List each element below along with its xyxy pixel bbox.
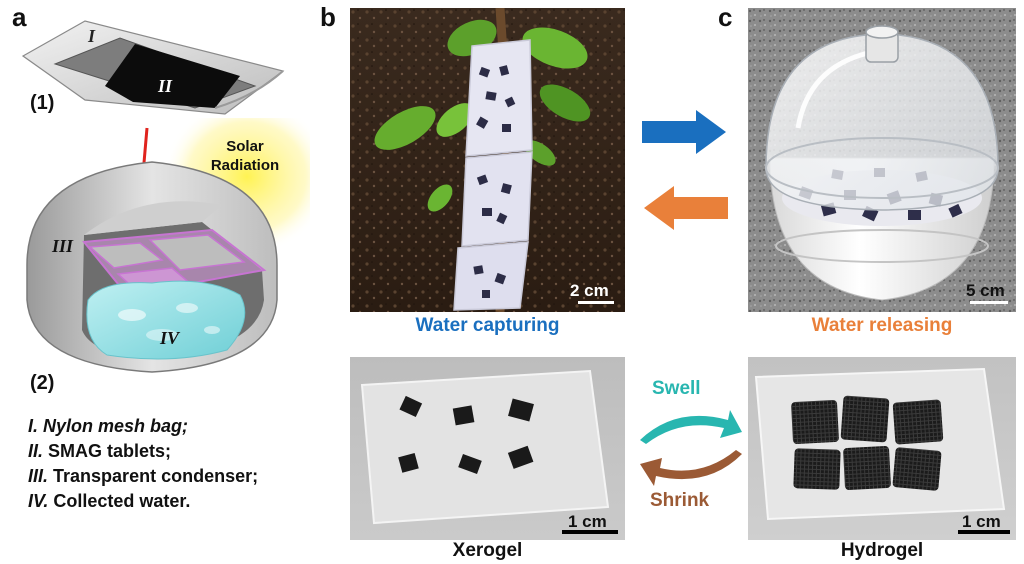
legend-numeral-3: III.	[28, 466, 49, 486]
xerogel-photo	[350, 357, 625, 540]
legend-item-2: II. SMAG tablets;	[28, 439, 258, 464]
orange-left-arrow-icon	[644, 186, 728, 230]
scale-bar-1cm-right	[958, 530, 1010, 534]
panel-c-label: c	[718, 2, 733, 32]
solar-radiation-line2: Radiation	[210, 157, 280, 174]
scale-label-5cm: 5 cm	[966, 281, 1005, 300]
legend-item-1: I. Nylon mesh bag;	[28, 414, 258, 439]
part-I-label: I	[88, 26, 96, 46]
part-II-label: II	[158, 76, 173, 96]
mesh-bag-strip	[453, 39, 533, 311]
swell-label: Swell	[652, 378, 701, 399]
hydrogel-photo	[748, 357, 1016, 540]
shrink-label: Shrink	[650, 490, 710, 511]
legend-text-1: Nylon mesh bag;	[43, 416, 189, 436]
scale-bar-2cm	[578, 301, 614, 304]
legend-text-4: Collected water.	[53, 491, 191, 511]
water-capturing-photo	[350, 8, 625, 312]
legend-numeral-2: II.	[28, 441, 44, 461]
dome-collector-illustration	[26, 161, 278, 373]
scale-bar-1cm-left	[562, 530, 618, 534]
legend-numeral-4: IV.	[28, 491, 49, 511]
panel-b-label: b	[320, 2, 336, 32]
brown-curved-arrow-icon	[640, 450, 742, 486]
legend-numeral-1: I.	[28, 416, 39, 436]
scale-label-2cm: 2 cm	[570, 281, 609, 300]
scale-bar-5cm	[970, 301, 1008, 304]
water-capturing-caption: Water capturing	[415, 315, 560, 336]
parts-legend: I. Nylon mesh bag; II. SMAG tablets; III…	[28, 414, 258, 514]
hydrogel-caption: Hydrogel	[840, 540, 924, 561]
mesh-bag-illustration	[21, 20, 285, 115]
legend-item-3: III. Transparent condenser;	[28, 464, 258, 489]
xerogel-caption: Xerogel	[452, 540, 523, 561]
blue-right-arrow-icon	[642, 110, 726, 154]
solar-radiation-label: Solar Radiation	[210, 137, 280, 175]
step-1-label: (1)	[30, 92, 55, 114]
step-2-label: (2)	[30, 372, 55, 394]
water-releasing-photo	[748, 8, 1016, 312]
water-releasing-caption: Water releasing	[811, 315, 953, 336]
panel-a-label: a	[12, 2, 27, 32]
legend-text-2: SMAG tablets;	[48, 441, 172, 461]
smag-tablets-shape	[105, 44, 240, 108]
part-IV-label: IV	[160, 328, 180, 348]
scale-label-1cm-right: 1 cm	[962, 512, 1001, 531]
legend-item-4: IV. Collected water.	[28, 489, 258, 514]
scale-label-1cm-left: 1 cm	[568, 512, 607, 531]
part-III-label: III	[52, 236, 74, 256]
legend-text-3: Transparent condenser;	[53, 466, 259, 486]
teal-curved-arrow-icon	[640, 410, 742, 444]
solar-radiation-line1: Solar	[226, 138, 264, 155]
